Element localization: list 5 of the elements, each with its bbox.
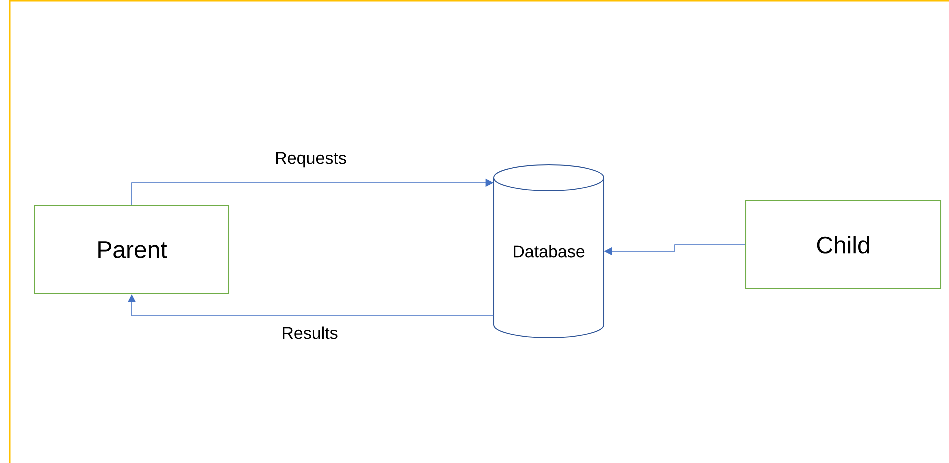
process-box: Parent (34, 206, 230, 294)
process-box: Child (746, 200, 942, 290)
database-cylinder: Database (494, 164, 604, 338)
edge-label: Results (280, 326, 340, 340)
edge-label: Requests (274, 151, 348, 169)
